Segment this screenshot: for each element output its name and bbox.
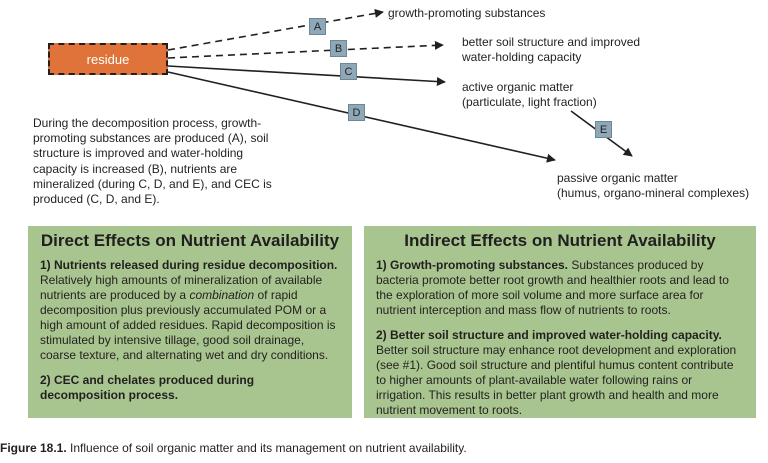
edge-label-e: E	[595, 121, 612, 138]
target-active-line1: active organic matter	[462, 80, 574, 94]
indirect-item-1: 1) Growth-promoting substances. Substanc…	[376, 258, 744, 318]
indirect-item-1-title: 1) Growth-promoting substances.	[376, 258, 569, 272]
target-passive-line1: passive organic matter	[557, 171, 678, 185]
indirect-item-2-text: Better soil structure may enhance root d…	[376, 343, 737, 417]
direct-item-1-text-b: of rapid decomposition plus previously a…	[40, 288, 336, 362]
target-passive-om: passive organic matter (humus, organo-mi…	[557, 171, 749, 201]
direct-item-1-text-a: Relatively high amounts of mineralizatio…	[40, 273, 323, 302]
target-active-line2: (particulate, light fraction)	[462, 95, 597, 109]
indirect-item-1-text: Substances produced by bacteria promote …	[376, 258, 729, 317]
target-active-om: active organic matter (particulate, ligh…	[462, 80, 597, 110]
direct-item-1: 1) Nutrients released during residue dec…	[40, 258, 340, 363]
target-soil-line1: better soil structure and improved	[462, 35, 641, 49]
target-passive-line2: (humus, organo-mineral complexes)	[557, 186, 750, 200]
decomposition-description: During the decomposition process, growth…	[33, 116, 272, 207]
direct-item-2: 2) CEC and chelates produced during deco…	[40, 373, 340, 403]
direct-item-1-emphasis: combination	[189, 288, 255, 302]
target-soil-structure: better soil structure and improved water…	[462, 35, 640, 65]
indirect-effects-title: Indirect Effects on Nutrient Availabilit…	[404, 231, 716, 250]
direct-effects-panel: Direct Effects on Nutrient Availability …	[28, 226, 352, 418]
direct-item-2-title: 2) CEC and chelates produced during deco…	[40, 373, 255, 402]
edge-label-c: C	[340, 63, 357, 80]
figure-caption-text: Influence of soil organic matter and its…	[66, 441, 467, 455]
figure-caption: Figure 18.1. Influence of soil organic m…	[0, 441, 467, 455]
direct-item-1-title: 1) Nutrients released during residue dec…	[40, 258, 338, 272]
target-soil-line2: water-holding capacity	[462, 50, 582, 64]
indirect-item-2: 2) Better soil structure and improved wa…	[376, 328, 744, 418]
edge-label-a: A	[309, 18, 326, 35]
figure-caption-label: Figure 18.1.	[0, 441, 67, 455]
residue-box: residue	[48, 43, 168, 75]
target-growth-text: growth-promoting substances	[388, 6, 546, 20]
edge-label-b: B	[330, 40, 347, 57]
edge-label-d: D	[348, 104, 365, 121]
arrow-a	[167, 8, 384, 51]
indirect-effects-panel: Indirect Effects on Nutrient Availabilit…	[364, 226, 756, 418]
arrow-b	[167, 40, 444, 59]
indirect-item-2-title: 2) Better soil structure and improved wa…	[376, 328, 722, 342]
direct-effects-title: Direct Effects on Nutrient Availability	[40, 231, 340, 250]
arrow-c	[167, 65, 446, 87]
target-growth-promoting: growth-promoting substances	[388, 6, 545, 21]
